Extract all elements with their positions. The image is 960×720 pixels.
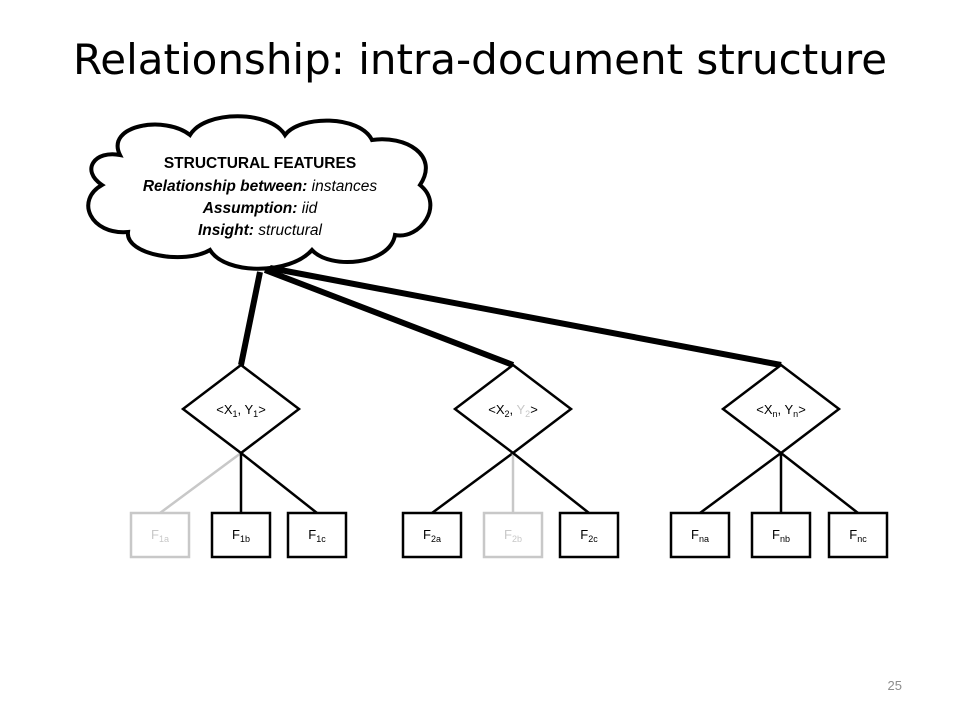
cloud-line1-label: Relationship between: bbox=[143, 178, 308, 195]
feature-box-nc: Fnc bbox=[827, 511, 889, 559]
svg-text:Fnb: Fnb bbox=[772, 527, 790, 544]
feature-box-1c: F1c bbox=[286, 511, 348, 559]
instance-n-edges bbox=[699, 451, 859, 515]
feature-box-1a: F1a bbox=[129, 511, 191, 559]
cloud-line3-label: Insight: bbox=[198, 222, 254, 239]
svg-text:Fna: Fna bbox=[691, 527, 709, 544]
svg-text:Fnc: Fnc bbox=[849, 527, 867, 544]
instance-n-label: <Xn, Yn> bbox=[756, 402, 806, 419]
svg-text:F1c: F1c bbox=[308, 527, 326, 544]
feature-box-nb: Fnb bbox=[750, 511, 812, 559]
svg-text:F1b: F1b bbox=[232, 527, 250, 544]
feature-box-2c: F2c bbox=[558, 511, 620, 559]
instance-node-n: <Xn, Yn> bbox=[720, 363, 842, 455]
feature-box-1b: F1b bbox=[210, 511, 272, 559]
svg-text:F2c: F2c bbox=[580, 527, 598, 544]
feature-box-2b: F2b bbox=[482, 511, 544, 559]
connector-cloud-instance-2 bbox=[263, 267, 515, 368]
svg-text:F1a: F1a bbox=[151, 527, 169, 544]
instance-2-edges bbox=[431, 451, 590, 515]
feature-box-2a: F2a bbox=[401, 511, 463, 559]
connector-cloud-instance-1 bbox=[238, 271, 263, 366]
instance-1-label: <X1, Y1> bbox=[216, 402, 266, 419]
cloud-line-assumption: Assumption: iid bbox=[202, 200, 319, 217]
instance-2-label: <X2, Y2> bbox=[488, 402, 538, 419]
svg-text:F2b: F2b bbox=[504, 527, 522, 544]
instance-node-2: <X2, Y2> bbox=[452, 363, 574, 455]
connector-cloud-instance-n bbox=[269, 265, 782, 368]
cloud-shape bbox=[86, 114, 433, 271]
cloud-line2-value: iid bbox=[297, 200, 318, 217]
slide-title: Relationship: intra-document structure bbox=[72, 35, 888, 84]
cloud-line-relationship: Relationship between: instances bbox=[143, 178, 378, 195]
cloud-line3-value: structural bbox=[254, 222, 323, 239]
cloud-line-insight: Insight: structural bbox=[198, 222, 323, 239]
svg-text:F2a: F2a bbox=[423, 527, 441, 544]
cloud-line2-label: Assumption: bbox=[202, 200, 298, 217]
instance-node-1: <X1, Y1> bbox=[180, 363, 302, 455]
instance-1-edges bbox=[159, 451, 318, 515]
cloud-line1-value: instances bbox=[307, 178, 377, 195]
page-number: 25 bbox=[887, 678, 902, 693]
cloud-heading: STRUCTURAL FEATURES bbox=[164, 155, 356, 172]
feature-box-na: Fna bbox=[669, 511, 731, 559]
